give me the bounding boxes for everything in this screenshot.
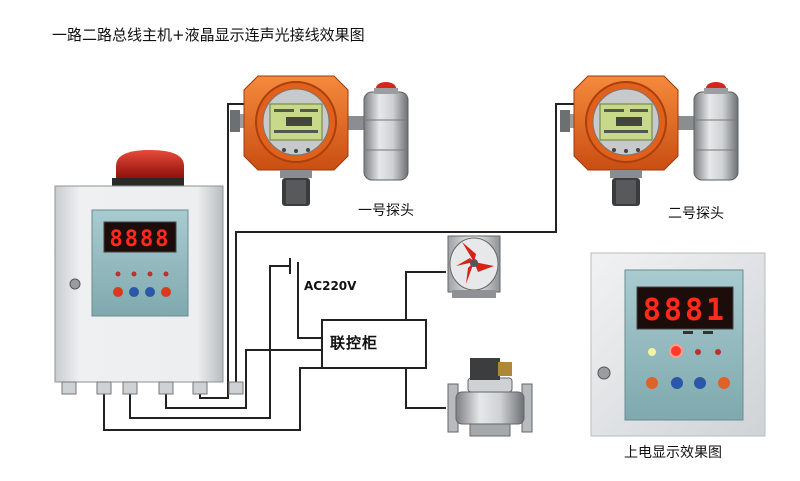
main-controller-unit xyxy=(54,150,244,395)
inset-display-digits: 8881 xyxy=(643,293,727,328)
exhaust-fan xyxy=(447,235,501,298)
panel-button-3 xyxy=(145,287,155,297)
inset-caption: 上电显示效果图 xyxy=(624,445,722,461)
probe-1-label: 一号探头 xyxy=(358,203,414,219)
panel-button-1 xyxy=(113,287,123,297)
panel-button-4 xyxy=(161,287,171,297)
panel-button-2 xyxy=(129,287,139,297)
linkage-cabinet xyxy=(321,319,427,369)
power-label: AC220V xyxy=(304,279,357,293)
probe-2-label: 二号探头 xyxy=(668,206,724,222)
alarm-lamp xyxy=(116,150,184,178)
probe-2 xyxy=(559,75,739,207)
main-display-digits: 8888 xyxy=(110,227,171,252)
probe-1 xyxy=(229,75,409,207)
diagram-title: 一路二路总线主机+液晶显示连声光接线效果图 xyxy=(52,26,365,44)
inset-led-display xyxy=(636,286,734,330)
alarm-indicator-light xyxy=(669,344,683,358)
lamp-base xyxy=(112,178,184,188)
main-led-display xyxy=(103,221,177,253)
power-on-display-inset xyxy=(590,252,766,437)
key-lock-icon xyxy=(69,278,81,290)
wiring-lines xyxy=(103,103,578,431)
solenoid-valve xyxy=(447,358,533,437)
inset-key-lock-icon xyxy=(597,366,611,380)
linkage-cabinet-label: 联控柜 xyxy=(330,334,379,352)
power-terminal xyxy=(289,258,299,274)
power-indicator-light xyxy=(648,348,656,356)
